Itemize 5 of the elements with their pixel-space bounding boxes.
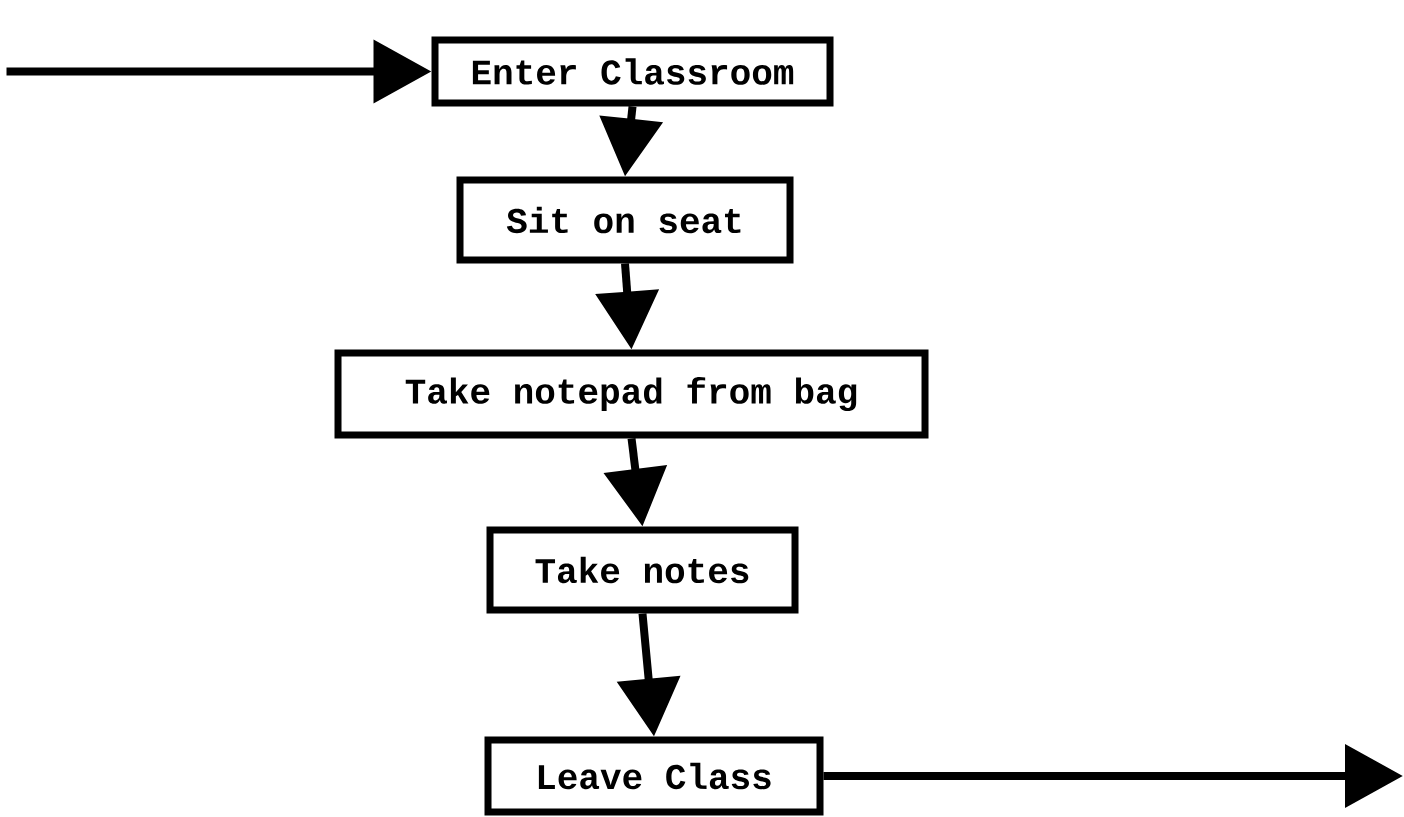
process-box: Sit on seat xyxy=(456,176,794,264)
process-box: Take notepad from bag xyxy=(334,349,929,439)
process-box: Enter Classroom xyxy=(431,36,834,107)
process-box: Leave Class xyxy=(484,736,824,816)
process-box: Take notes xyxy=(486,526,799,614)
